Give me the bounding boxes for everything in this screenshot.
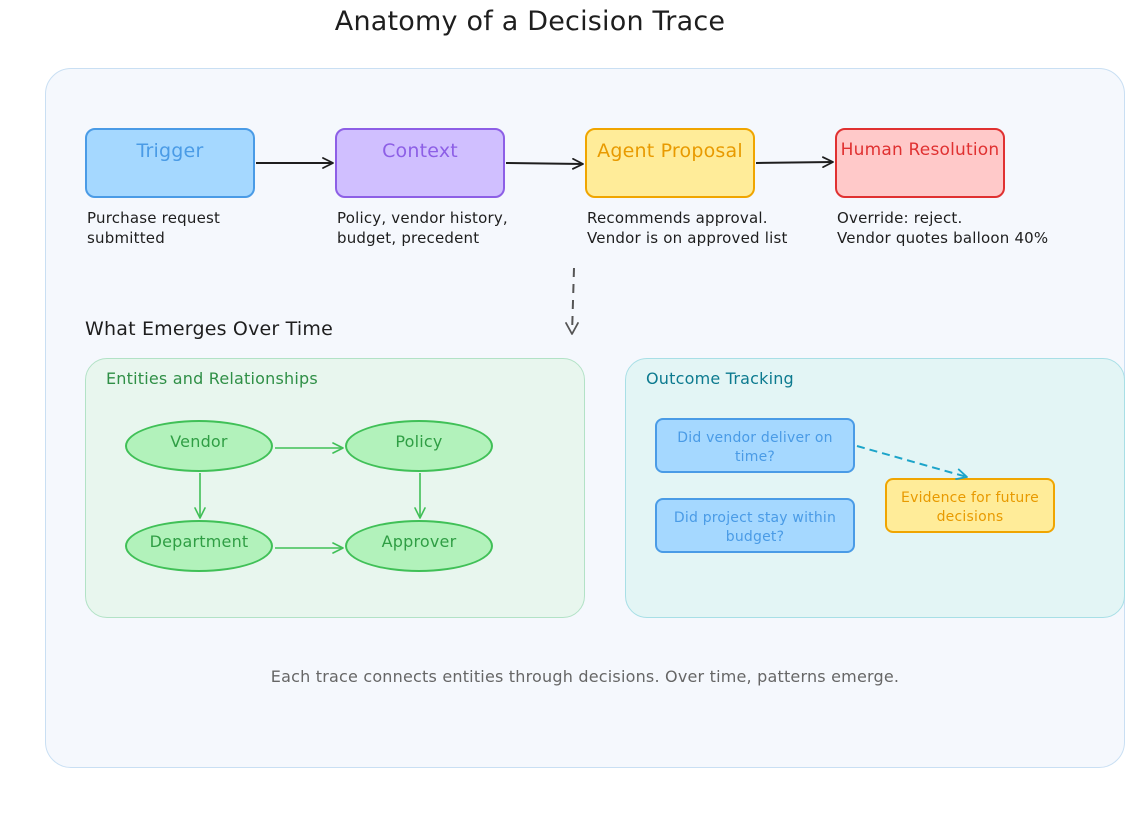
human-resolution-label: Human Resolution	[840, 140, 1000, 160]
vendor-node: Vendor	[125, 420, 273, 472]
trigger-label: Trigger	[136, 140, 204, 162]
agent-proposal-description: Recommends approval. Vendor is on approv…	[587, 209, 788, 247]
vendor-node-label: Vendor	[170, 432, 228, 451]
project-budget-text: Did project stay within budget?	[673, 510, 837, 545]
evidence-card: Evidence for future decisions	[885, 478, 1055, 533]
agent-proposal-step: Agent Proposal	[585, 128, 755, 198]
trigger-step: Trigger	[85, 128, 255, 198]
outcome-panel-title: Outcome Tracking	[646, 369, 794, 388]
agent-proposal-label: Agent Proposal	[597, 140, 743, 162]
context-description: Policy, vendor history, budget, preceden…	[337, 209, 508, 247]
context-label: Context	[382, 140, 458, 162]
entities-panel-title: Entities and Relationships	[106, 369, 318, 388]
policy-node-label: Policy	[395, 432, 443, 451]
approver-node: Approver	[345, 520, 493, 572]
vendor-delivery-text: Did vendor deliver on time?	[677, 430, 833, 465]
human-resolution-step: Human Resolution	[835, 128, 1005, 198]
diagram-title: Anatomy of a Decision Trace	[334, 6, 726, 37]
approver-node-label: Approver	[381, 532, 457, 551]
context-step: Context	[335, 128, 505, 198]
trigger-description: Purchase request submitted	[87, 209, 221, 247]
evidence-text: Evidence for future decisions	[901, 490, 1039, 525]
vendor-delivery-card: Did vendor deliver on time?	[655, 418, 855, 473]
footer-caption: Each trace connects entities through dec…	[270, 667, 900, 686]
project-budget-card: Did project stay within budget?	[655, 498, 855, 553]
department-node: Department	[125, 520, 273, 572]
emerges-heading: What Emerges Over Time	[85, 318, 333, 340]
entities-panel: Entities and Relationships	[85, 358, 585, 618]
human-resolution-description: Override: reject. Vendor quotes balloon …	[837, 209, 1049, 247]
department-node-label: Department	[149, 532, 249, 551]
policy-node: Policy	[345, 420, 493, 472]
